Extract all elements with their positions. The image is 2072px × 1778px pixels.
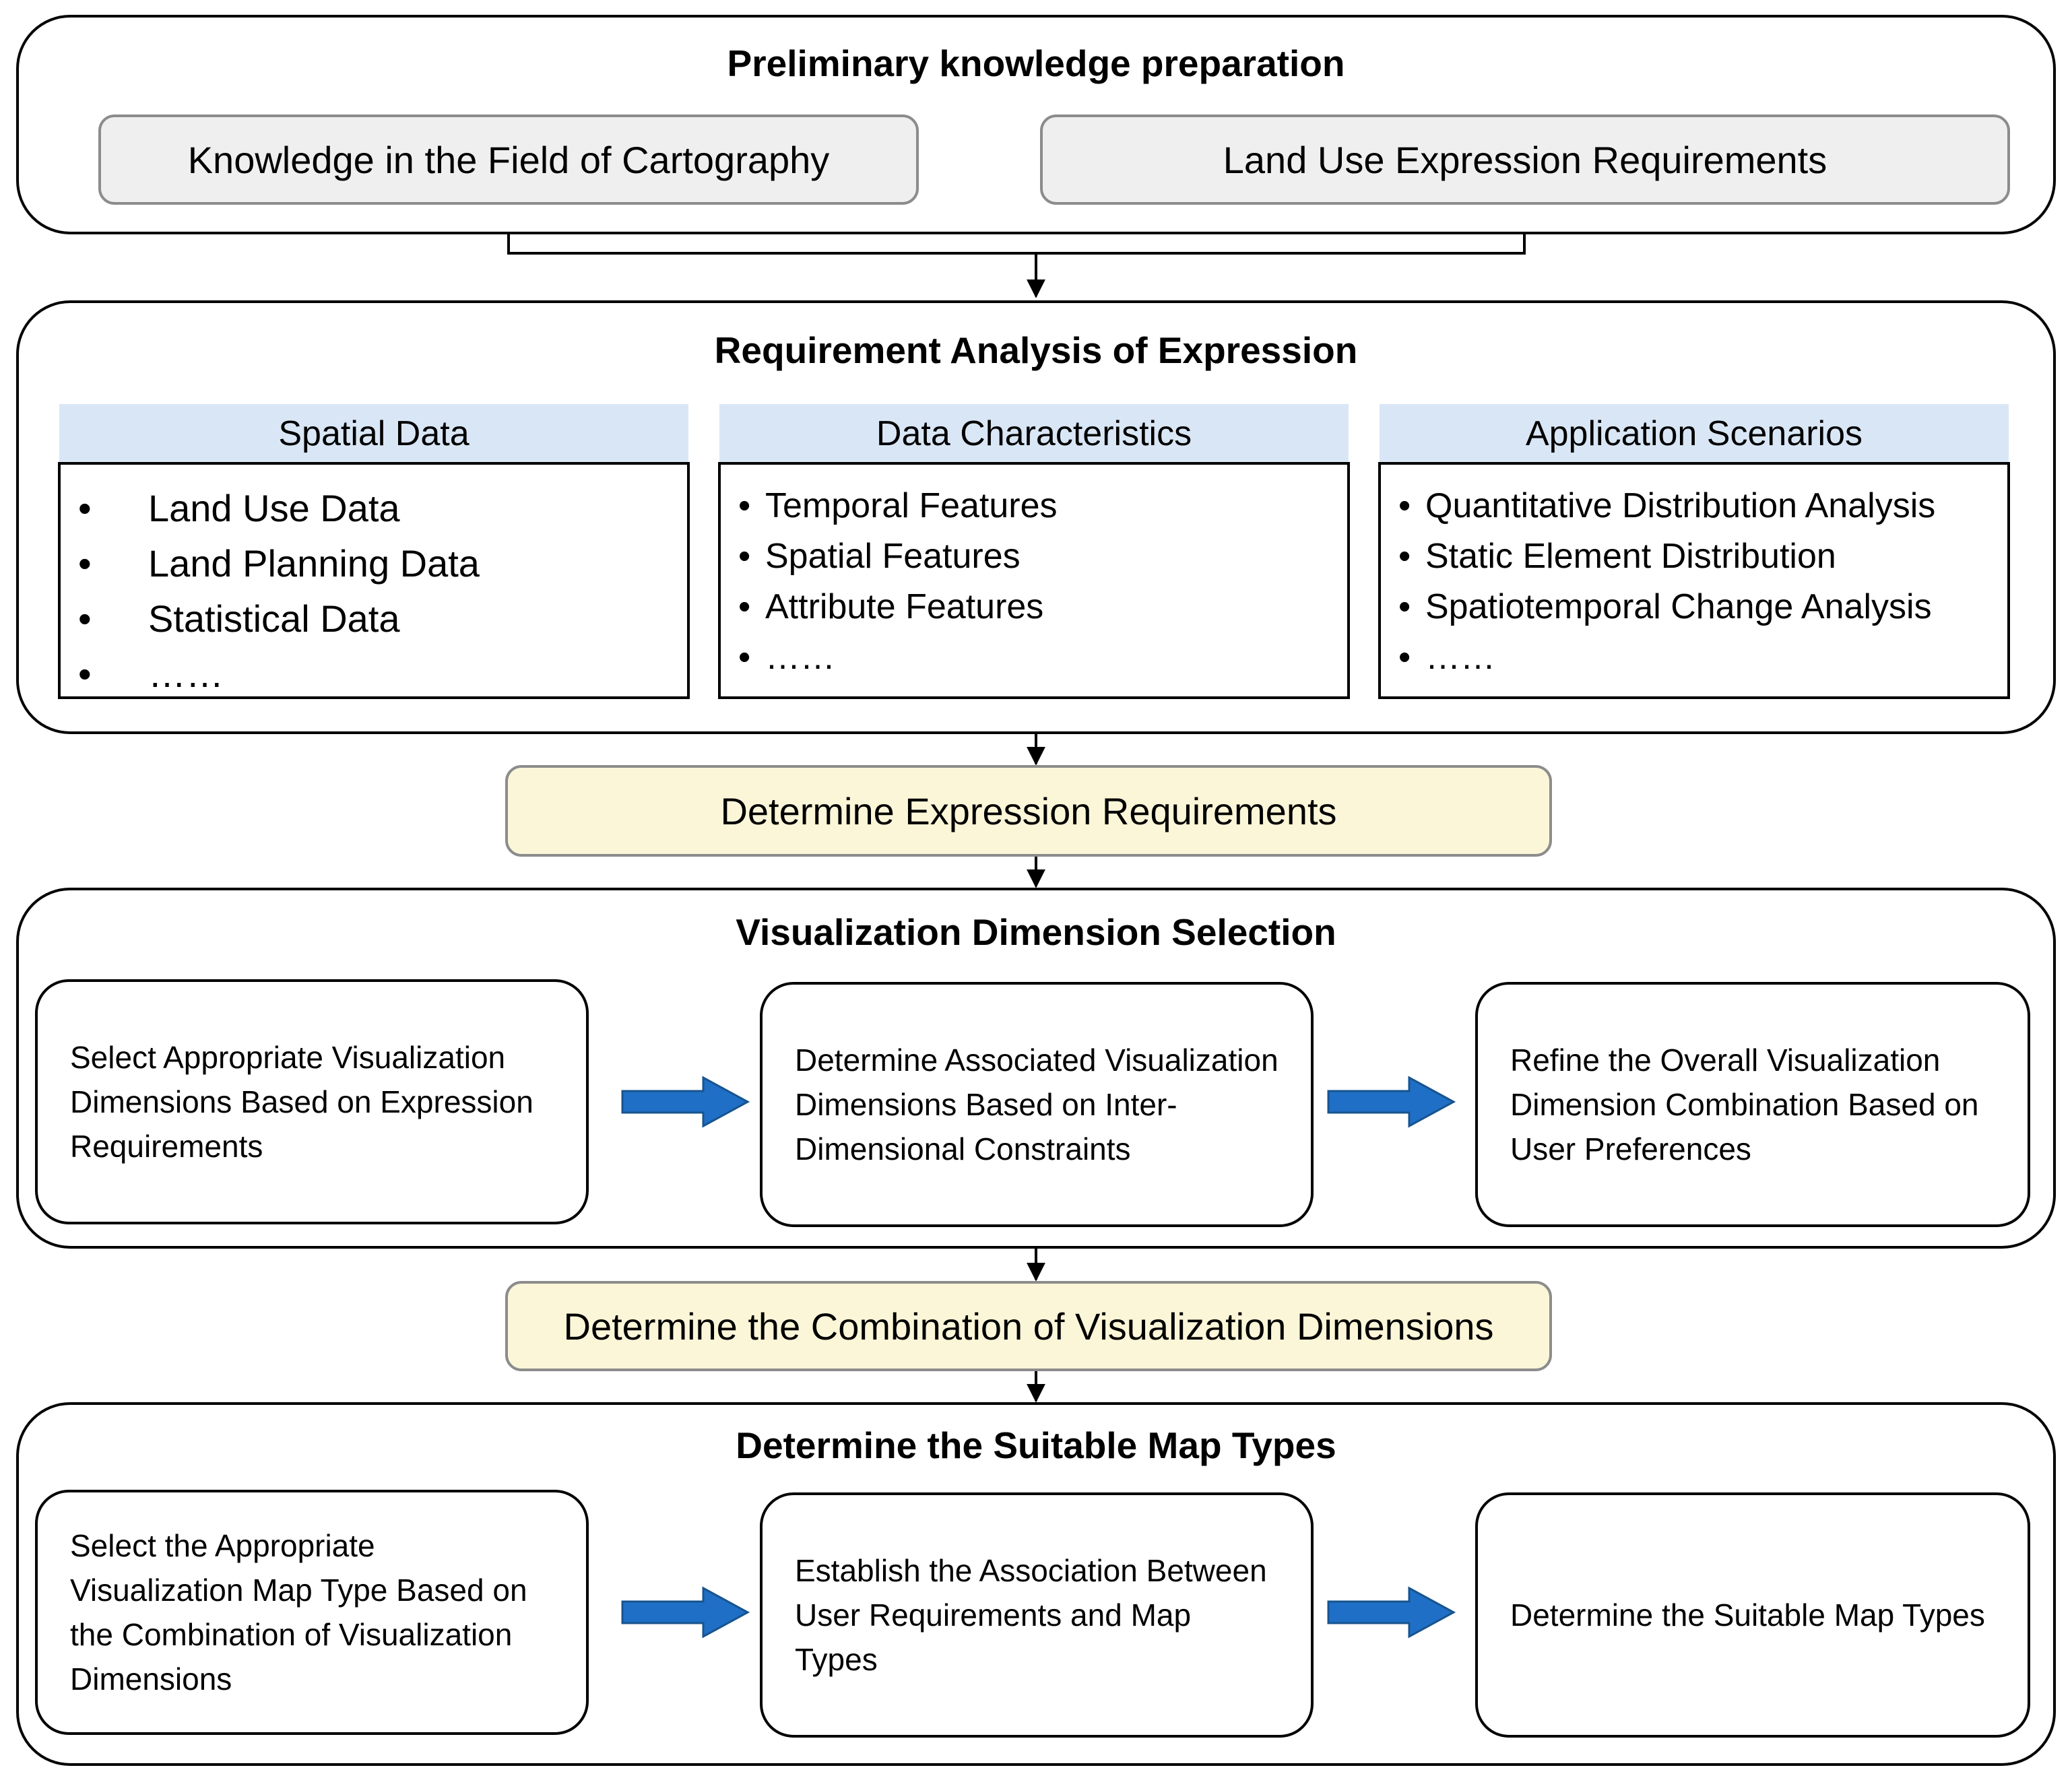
list-item: Spatiotemporal Change Analysis [1398,582,2007,632]
data-characteristics-header: Data Characteristics [719,404,1349,463]
right-arrow-icon [621,1076,750,1128]
right-arrow-icon [1327,1076,1456,1128]
requirement-analysis-title: Requirement Analysis of Expression [714,329,1358,371]
preliminary-title: Preliminary knowledge preparation [727,42,1345,84]
application-scenarios-header: Application Scenarios [1380,404,2009,463]
map-step-3: Determine the Suitable Map Types [1475,1492,2030,1738]
application-scenarios-list-box: Quantitative Distribution Analysis Stati… [1378,462,2010,699]
vis-step-3: Refine the Overall Visualization Dimensi… [1475,982,2030,1227]
determine-combination-box: Determine the Combination of Visualizati… [505,1281,1552,1371]
vis-step-2: Determine Associated Visualization Dimen… [760,982,1314,1227]
list-item: Attribute Features [738,582,1347,632]
list-item: Temporal Features [738,481,1347,531]
list-item: …… [1398,632,2007,683]
list-item: …… [61,647,687,702]
spatial-data-header: Spatial Data [59,404,688,463]
list-item: Statistical Data [61,591,687,647]
application-scenarios-list: Quantitative Distribution Analysis Stati… [1398,481,2007,683]
right-arrow-icon [1327,1586,1456,1639]
data-characteristics-list: Temporal Features Spatial Features Attri… [738,481,1347,683]
spatial-data-list: Land Use Data Land Planning Data Statist… [61,481,687,702]
map-step-2: Establish the Association Between User R… [760,1492,1314,1738]
list-item: Static Element Distribution [1398,531,2007,582]
list-item: Quantitative Distribution Analysis [1398,481,2007,531]
list-item: …… [738,632,1347,683]
determine-expression-requirements-box: Determine Expression Requirements [505,765,1552,857]
list-item: Spatial Features [738,531,1347,582]
spatial-data-list-box: Land Use Data Land Planning Data Statist… [58,462,690,702]
map-types-title: Determine the Suitable Map Types [736,1424,1336,1466]
list-item: Land Planning Data [61,536,687,591]
land-use-requirements-box: Land Use Expression Requirements [1040,114,2010,205]
list-item: Land Use Data [61,481,687,536]
right-arrow-icon [621,1586,750,1639]
visualization-dimension-title: Visualization Dimension Selection [736,911,1336,953]
vis-step-1: Select Appropriate Visualization Dimensi… [35,979,589,1224]
map-step-1: Select the Appropriate Visualization Map… [35,1490,589,1735]
data-characteristics-list-box: Temporal Features Spatial Features Attri… [718,462,1350,699]
cartography-knowledge-box: Knowledge in the Field of Cartography [98,114,919,205]
